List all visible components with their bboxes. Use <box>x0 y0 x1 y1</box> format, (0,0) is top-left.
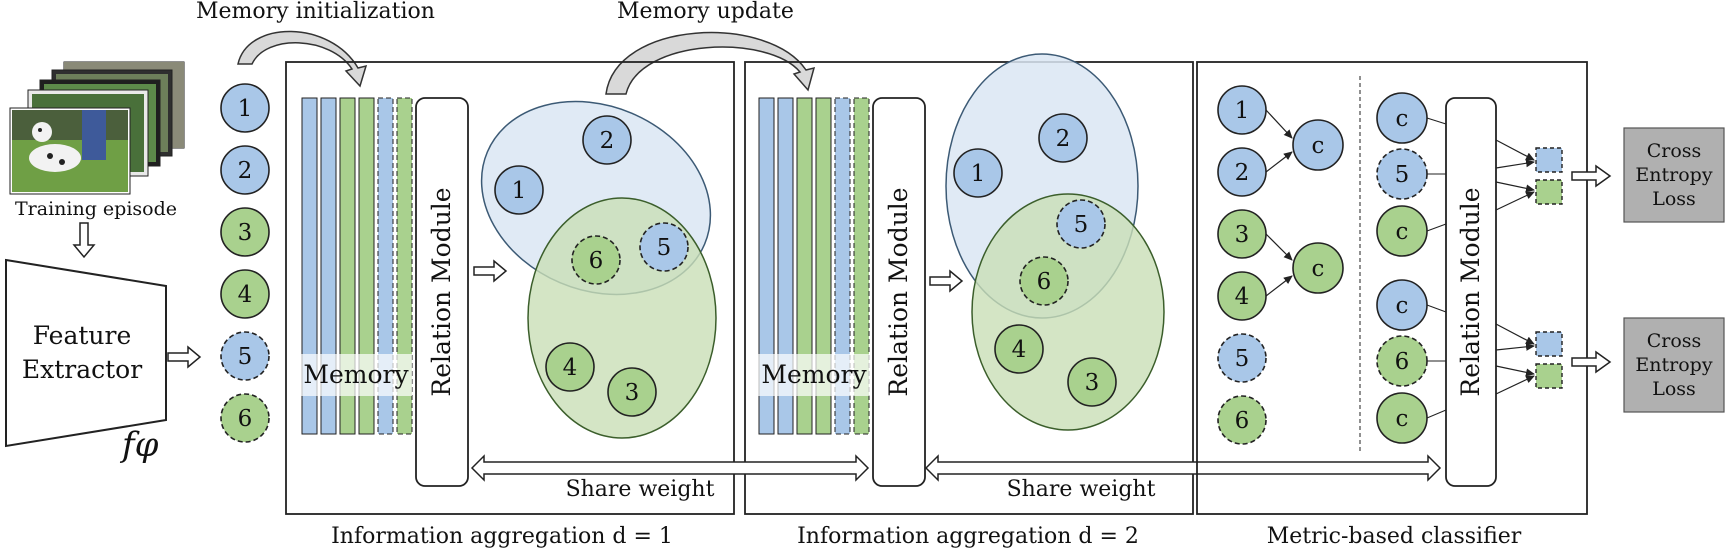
info-agg-panel-1 <box>285 61 735 515</box>
share-weight-label-2: Share weight <box>1007 477 1156 502</box>
feature-extractor-line1: Feature <box>33 321 132 350</box>
panel1-nodes: 1 2 5 6 4 3 <box>494 115 689 417</box>
memory-init-curved-arrow <box>237 30 368 88</box>
node-3 <box>220 207 270 257</box>
svg-text:3: 3 <box>625 380 640 406</box>
metric-classifier-caption: Metric-based classifier <box>1267 524 1522 549</box>
classifier-right-nodes: c 5 c c 6 c <box>1376 92 1428 444</box>
training-episode-label: Training episode <box>15 198 177 220</box>
cross-entropy-1-line3: Loss <box>1652 188 1696 210</box>
loss-arrow-1 <box>1571 164 1612 188</box>
svg-text:5: 5 <box>1395 162 1410 188</box>
relation-module-3 <box>1445 97 1497 487</box>
prototype-blue-label: c <box>1312 133 1325 159</box>
memory-bars-2 <box>758 97 870 435</box>
relation-module-1-label: Relation Module <box>427 187 456 396</box>
share-weight-arrow-1 <box>470 454 870 482</box>
share-weight-label-1: Share weight <box>566 477 715 502</box>
svg-text:1: 1 <box>971 161 986 187</box>
memory-label-bg-2 <box>758 354 870 396</box>
f-phi-label: fφ <box>119 425 159 465</box>
metric-classifier-panel <box>1196 61 1588 515</box>
loss-arrow-2 <box>1571 350 1612 374</box>
memory-update-label: Memory update <box>617 0 794 24</box>
svg-text:3: 3 <box>1085 370 1100 396</box>
prototype-blue <box>1292 119 1344 171</box>
relation-module-2-label: Relation Module <box>884 187 913 396</box>
panel2-nodes: 1 2 5 6 4 3 <box>953 113 1117 407</box>
svg-text:c: c <box>1396 106 1409 132</box>
svg-text:4: 4 <box>1235 284 1250 310</box>
node-4-label: 4 <box>238 282 253 308</box>
cross-entropy-2-line3: Loss <box>1652 378 1696 400</box>
svg-text:3: 3 <box>1235 222 1250 248</box>
relation-input-lines <box>1426 117 1447 419</box>
output-score-squares <box>1535 147 1563 389</box>
info-agg-panel-2 <box>744 61 1194 515</box>
cross-entropy-1-line2: Entropy <box>1635 164 1712 186</box>
relation-output-arrows <box>1495 139 1535 395</box>
svg-text:5: 5 <box>1235 346 1250 372</box>
cross-entropy-loss-box-2 <box>1623 317 1725 413</box>
memory-update-curved-arrow <box>605 31 816 95</box>
down-arrow <box>72 222 96 259</box>
svg-text:1: 1 <box>1235 98 1250 124</box>
info-agg-1-caption: Information aggregation d = 1 <box>331 524 673 549</box>
relation-module-3-label: Relation Module <box>1456 187 1485 396</box>
right-arrow <box>167 345 202 369</box>
feature-extractor-block <box>5 258 167 448</box>
relation-module-1 <box>415 97 469 487</box>
node-2 <box>220 145 270 195</box>
node-6 <box>220 393 270 443</box>
cross-entropy-2-line1: Cross <box>1647 330 1702 352</box>
svg-text:6: 6 <box>1395 349 1410 375</box>
memory-label-bg-1 <box>300 354 412 396</box>
svg-text:6: 6 <box>589 248 604 274</box>
svg-text:1: 1 <box>512 178 527 204</box>
panel2-flow-arrow <box>929 269 964 293</box>
classifier-left-nodes: 1 2 3 4 5 6 <box>1217 85 1267 445</box>
info-agg-2-caption: Information aggregation d = 2 <box>797 524 1139 549</box>
node-5-label: 5 <box>238 344 253 370</box>
node-column: 1 2 3 4 5 6 <box>220 83 270 443</box>
node-4 <box>220 269 270 319</box>
cross-entropy-loss-box-1 <box>1623 127 1725 223</box>
node-3-label: 3 <box>238 220 253 246</box>
prototype-green-label: c <box>1312 256 1325 282</box>
svg-text:5: 5 <box>1074 212 1089 238</box>
memory-label-1: Memory <box>303 360 409 389</box>
svg-text:6: 6 <box>1235 408 1250 434</box>
feature-extractor-line2: Extractor <box>22 355 142 384</box>
node-1 <box>220 83 270 133</box>
prototype-arrows <box>1265 109 1293 297</box>
node-5 <box>220 331 270 381</box>
svg-text:4: 4 <box>1012 337 1027 363</box>
svg-text:5: 5 <box>657 235 672 261</box>
svg-text:4: 4 <box>563 355 578 381</box>
svg-text:2: 2 <box>600 128 615 154</box>
node-2-label: 2 <box>238 158 253 184</box>
panel1-flow-arrow <box>473 259 508 283</box>
memory-initialization-label: Memory initialization <box>196 0 435 24</box>
memory-label-2: Memory <box>761 360 867 389</box>
cross-entropy-1-line1: Cross <box>1647 140 1702 162</box>
svg-text:c: c <box>1396 219 1409 245</box>
training-episode-images <box>9 61 185 195</box>
prototype-green <box>1292 242 1344 294</box>
svg-text:6: 6 <box>1037 269 1052 295</box>
relation-module-2 <box>872 97 926 487</box>
node-1-label: 1 <box>238 96 253 122</box>
share-weight-arrow-2 <box>924 454 1442 482</box>
node-6-label: 6 <box>238 406 253 432</box>
svg-text:c: c <box>1396 406 1409 432</box>
svg-text:c: c <box>1396 293 1409 319</box>
memory-bars-1 <box>301 97 413 435</box>
cross-entropy-2-line2: Entropy <box>1635 354 1712 376</box>
svg-text:2: 2 <box>1235 160 1250 186</box>
svg-text:2: 2 <box>1056 126 1071 152</box>
